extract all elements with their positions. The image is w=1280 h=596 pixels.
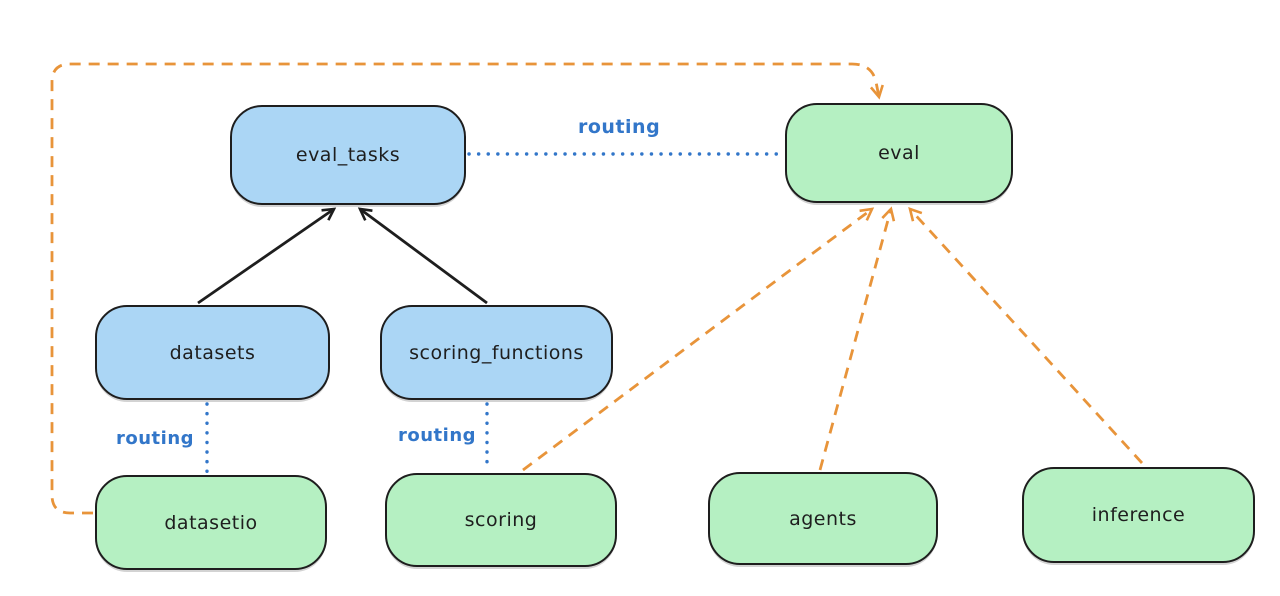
edge-label-routing-scoring-functions-scoring: routing	[398, 425, 477, 446]
edge-datasetio-eval-loop	[50, 62, 884, 515]
node-eval-tasks: eval_tasks	[230, 105, 466, 205]
node-agents-label: agents	[789, 507, 857, 530]
node-eval: eval	[785, 103, 1013, 203]
edge-datasets-eval-tasks	[197, 207, 337, 305]
node-inference-label: inference	[1091, 504, 1186, 526]
edge-label-routing-eval-tasks-eval: routing	[578, 116, 661, 138]
node-eval-tasks-label: eval_tasks	[295, 144, 401, 166]
edge-scoring-eval	[522, 207, 875, 472]
edge-label-routing-datasets-datasetio: routing	[116, 428, 195, 449]
node-datasetio: datasetio	[95, 475, 327, 570]
node-datasets: datasets	[95, 305, 330, 400]
node-scoring-functions-label: scoring_functions	[409, 341, 584, 364]
edge-inference-eval	[908, 206, 1144, 464]
node-scoring: scoring	[385, 473, 617, 567]
node-agents: agents	[708, 472, 938, 565]
node-datasets-label: datasets	[169, 341, 256, 364]
node-datasetio-label: datasetio	[164, 511, 258, 534]
edge-agents-eval	[818, 206, 896, 471]
node-inference: inference	[1022, 467, 1255, 563]
node-eval-label: eval	[878, 142, 920, 164]
edge-scoring-functions-eval-tasks	[357, 207, 488, 305]
node-scoring-label: scoring	[464, 509, 538, 531]
node-scoring-functions: scoring_functions	[380, 305, 613, 400]
